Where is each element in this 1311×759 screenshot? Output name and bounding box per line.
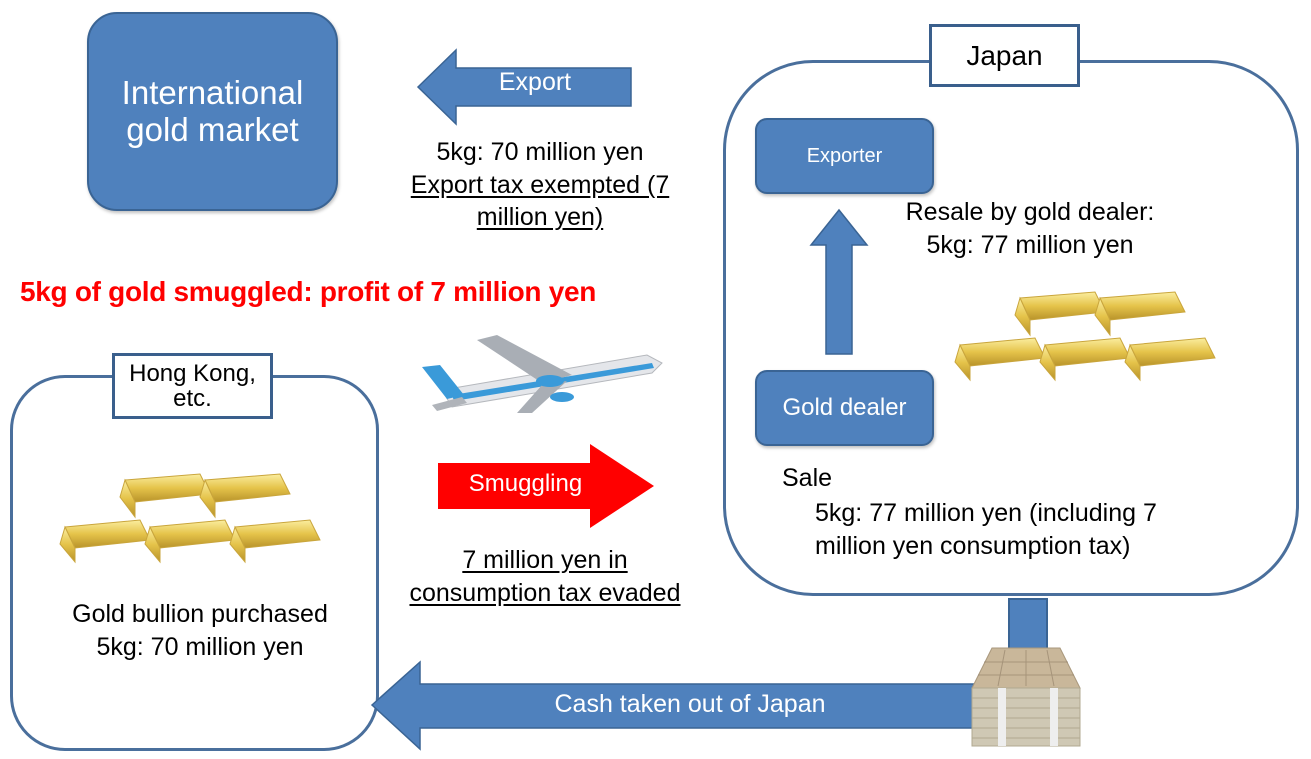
- evaded-line2: consumption tax evaded: [409, 578, 681, 607]
- cash-stack-icon: [971, 647, 1081, 747]
- sale-line2: million yen consumption tax): [815, 531, 1131, 560]
- export-arrow-label: Export: [498, 68, 572, 96]
- export-arrow: [416, 48, 632, 126]
- gold-bars-icon: [954, 291, 1216, 382]
- export-value: 5kg: 70 million yen: [436, 138, 644, 166]
- up-arrow: [809, 208, 869, 355]
- purchase-line1: Gold bullion purchased: [72, 600, 328, 628]
- market-label-line1: International: [121, 74, 304, 112]
- headline: 5kg of gold smuggled: profit of 7 millio…: [20, 276, 597, 307]
- gold-bars-icon: [59, 473, 321, 564]
- resale-line2: 5kg: 77 million yen: [926, 230, 1134, 259]
- sale-info: 5kg: 77 million yen (including 7 million…: [815, 497, 1157, 562]
- international-gold-market-box: International gold market: [87, 12, 338, 211]
- purchase-line2: 5kg: 70 million yen: [96, 632, 304, 661]
- evaded-line1: 7 million yen in: [462, 546, 628, 574]
- sale-title: Sale: [782, 464, 833, 492]
- cash-arrow-label: Cash taken out of Japan: [554, 690, 826, 718]
- export-info: 5kg: 70 million yen Export tax exempted …: [370, 136, 710, 234]
- resale-info: Resale by gold dealer: 5kg: 77 million y…: [870, 196, 1190, 261]
- smuggling-arrow-label: Smuggling: [468, 470, 583, 497]
- export-tax-line1: Export tax exempted (7: [410, 170, 670, 199]
- sale-line1: 5kg: 77 million yen (including 7: [815, 499, 1157, 527]
- airplane-icon: [422, 335, 663, 413]
- hongkong-tag: Hong Kong, etc.: [112, 353, 273, 419]
- purchase-info: Gold bullion purchased 5kg: 70 million y…: [30, 598, 370, 663]
- hongkong-tag-line2: etc.: [173, 385, 212, 412]
- export-tax-line2: million yen): [476, 203, 604, 231]
- exporter-box: Exporter: [755, 118, 934, 194]
- smuggling-arrow: [438, 444, 654, 528]
- gold-dealer-box: Gold dealer: [755, 370, 934, 446]
- hongkong-tag-line1: Hong Kong,: [129, 359, 256, 387]
- japan-tag: Japan: [929, 24, 1080, 87]
- market-label-line2: gold market: [126, 110, 299, 148]
- resale-line1: Resale by gold dealer:: [905, 198, 1155, 226]
- evaded-info: 7 million yen in consumption tax evaded: [375, 544, 715, 609]
